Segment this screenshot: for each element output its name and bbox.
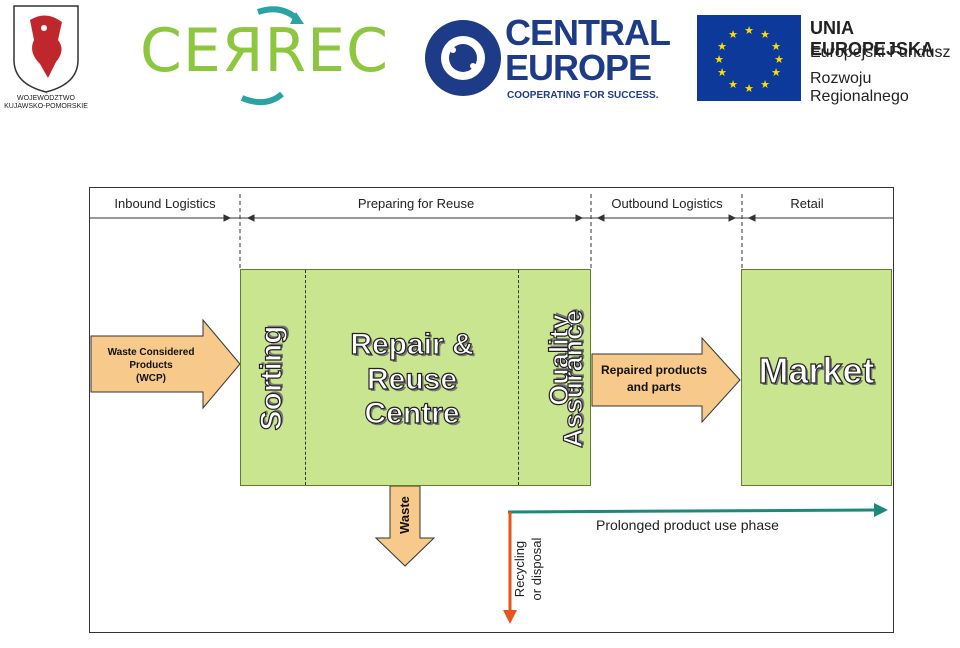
repair-reuse-line1: Repair & Reuse <box>350 327 475 396</box>
coat-of-arms-icon <box>13 5 79 93</box>
central-europe-emblem-icon <box>425 20 501 96</box>
input-arrow-line1: Waste Considered Products <box>107 347 195 371</box>
svg-text:★: ★ <box>744 82 754 95</box>
waste-label: Waste <box>397 496 412 534</box>
svg-text:★: ★ <box>760 78 770 91</box>
svg-text:★: ★ <box>771 66 781 79</box>
eu-title: UNIA EUROPEJSKA <box>810 18 935 59</box>
logo-bar: ★ ★ ★ ★ ★ ★ ★ ★ ★ ★ ★ ★ WOJEWÓDZTWO KUJA… <box>0 0 960 120</box>
output-arrow-line1: Repaired products <box>600 363 708 377</box>
regional-label-line2: KUJAWSKO-POMORSKIE <box>4 103 88 110</box>
sorting-label: Sorting <box>254 325 288 431</box>
repair-reuse-line2: Centre <box>364 396 460 430</box>
central-europe-title-line2: EUROPE <box>505 47 652 88</box>
input-arrow-label: Waste Considered Products (WCP) <box>92 346 210 385</box>
input-arrow <box>90 318 241 410</box>
phase-preparing-for-reuse: Preparing for Reuse <box>357 196 475 211</box>
regional-label: WOJEWÓDZTWO KUJAWSKO-POMORSKIE <box>2 95 90 111</box>
market-label: Market <box>758 349 875 391</box>
assurance-label: Assurance <box>557 309 588 449</box>
svg-text:★: ★ <box>744 24 754 37</box>
svg-text:★: ★ <box>771 40 781 53</box>
phase-divider-lines <box>90 194 893 270</box>
diagram-frame <box>89 187 894 633</box>
regional-label-line1: WOJEWÓDZTWO <box>17 95 75 102</box>
phase-retail: Retail <box>790 196 824 211</box>
prolonged-use-label: Prolonged product use phase <box>596 517 779 533</box>
cerrec-arrows-icon <box>240 6 304 106</box>
svg-text:★: ★ <box>728 28 738 41</box>
central-europe-slogan: COOPERATING FOR SUCCESS. <box>507 90 659 101</box>
repair-reuse-centre-label: Repair & Reuse Centre <box>306 327 518 432</box>
svg-text:★: ★ <box>774 53 784 66</box>
central-europe-title-line1: CENTRAL <box>505 12 671 53</box>
recycling-line1: Recycling <box>512 540 527 598</box>
svg-text:★: ★ <box>717 66 727 79</box>
output-arrow-label: Repaired products and parts <box>592 362 716 396</box>
preparing-for-reuse-box <box>240 269 591 486</box>
input-arrow-line2: (WCP) <box>136 373 166 384</box>
phase-outbound-logistics: Outbound Logistics <box>611 196 723 211</box>
svg-text:★: ★ <box>717 40 727 53</box>
market-box <box>741 269 892 486</box>
output-arrow-line2: and parts <box>626 380 681 394</box>
eu-fund-line1: Europejski Fundusz <box>810 44 951 61</box>
svg-text:★: ★ <box>760 28 770 41</box>
output-arrow <box>591 336 741 424</box>
waste-arrow <box>374 485 436 567</box>
cerrec-logo-text: CEЯREC <box>140 16 389 86</box>
eu-flag-icon: ★ ★ ★ ★ ★ ★ ★ ★ ★ ★ ★ ★ <box>697 15 801 101</box>
sorting-divider <box>305 270 306 485</box>
svg-text:★: ★ <box>728 78 738 91</box>
prolonged-use-arrow <box>507 503 888 517</box>
recycling-line2: or disposal <box>529 537 544 601</box>
eu-fund-line2: Rozwoju Regionalnego <box>810 70 909 105</box>
phase-inbound-logistics: Inbound Logistics <box>114 196 216 211</box>
svg-text:★: ★ <box>714 53 724 66</box>
recycling-arrow <box>503 512 517 624</box>
recycling-label: Recycling or disposal <box>511 519 545 619</box>
quality-divider <box>518 270 519 485</box>
logo-graphics: ★ ★ ★ ★ ★ ★ ★ ★ ★ ★ ★ ★ <box>13 5 801 106</box>
